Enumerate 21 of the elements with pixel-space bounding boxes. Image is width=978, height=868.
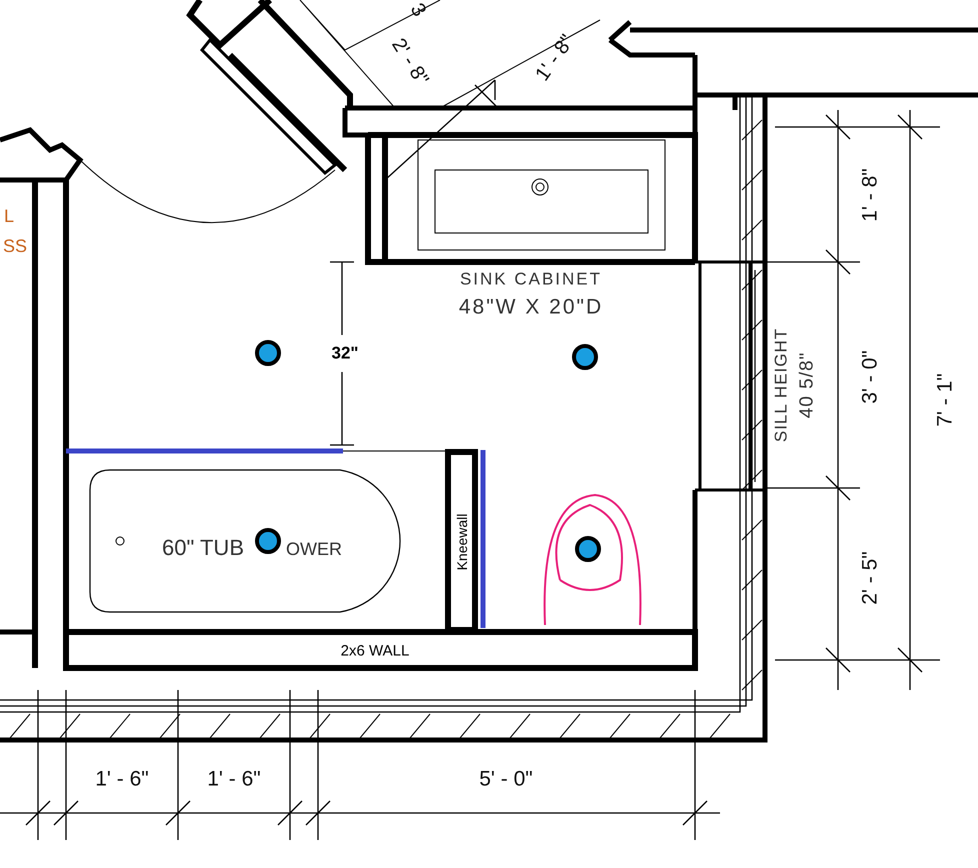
wall-label: 2x6 WALL: [340, 644, 410, 658]
dimension-label: 1' - 6": [207, 768, 261, 790]
room-label: SS: [3, 237, 27, 255]
dimension-label: 5' - 0": [479, 768, 533, 790]
dimension-label: 3: [406, 0, 430, 20]
dimension-label: 32": [332, 344, 358, 362]
dimension-label: 2' - 8": [388, 35, 432, 89]
dimension-label: 7' - 1": [934, 373, 956, 427]
dimension-label: 3' - 0": [860, 350, 880, 404]
fixture-label: OWER: [286, 540, 342, 558]
sill-height-label: 40 5/8": [798, 352, 816, 418]
dimension-label: 1' - 8": [532, 31, 578, 85]
wall-label: Kneewall: [455, 514, 469, 570]
fixture-label: SINK CABINET: [460, 270, 602, 288]
dimension-label: 1' - 8": [860, 168, 880, 222]
dimension-label: 2' - 5": [860, 551, 880, 605]
room-label: L: [4, 207, 14, 225]
fixture-label: 60" TUB: [162, 537, 244, 559]
fixture-label: 48"W X 20"D: [458, 296, 604, 318]
dimension-label: 1' - 6": [95, 768, 149, 790]
sill-height-label: SILL HEIGHT: [772, 328, 790, 442]
